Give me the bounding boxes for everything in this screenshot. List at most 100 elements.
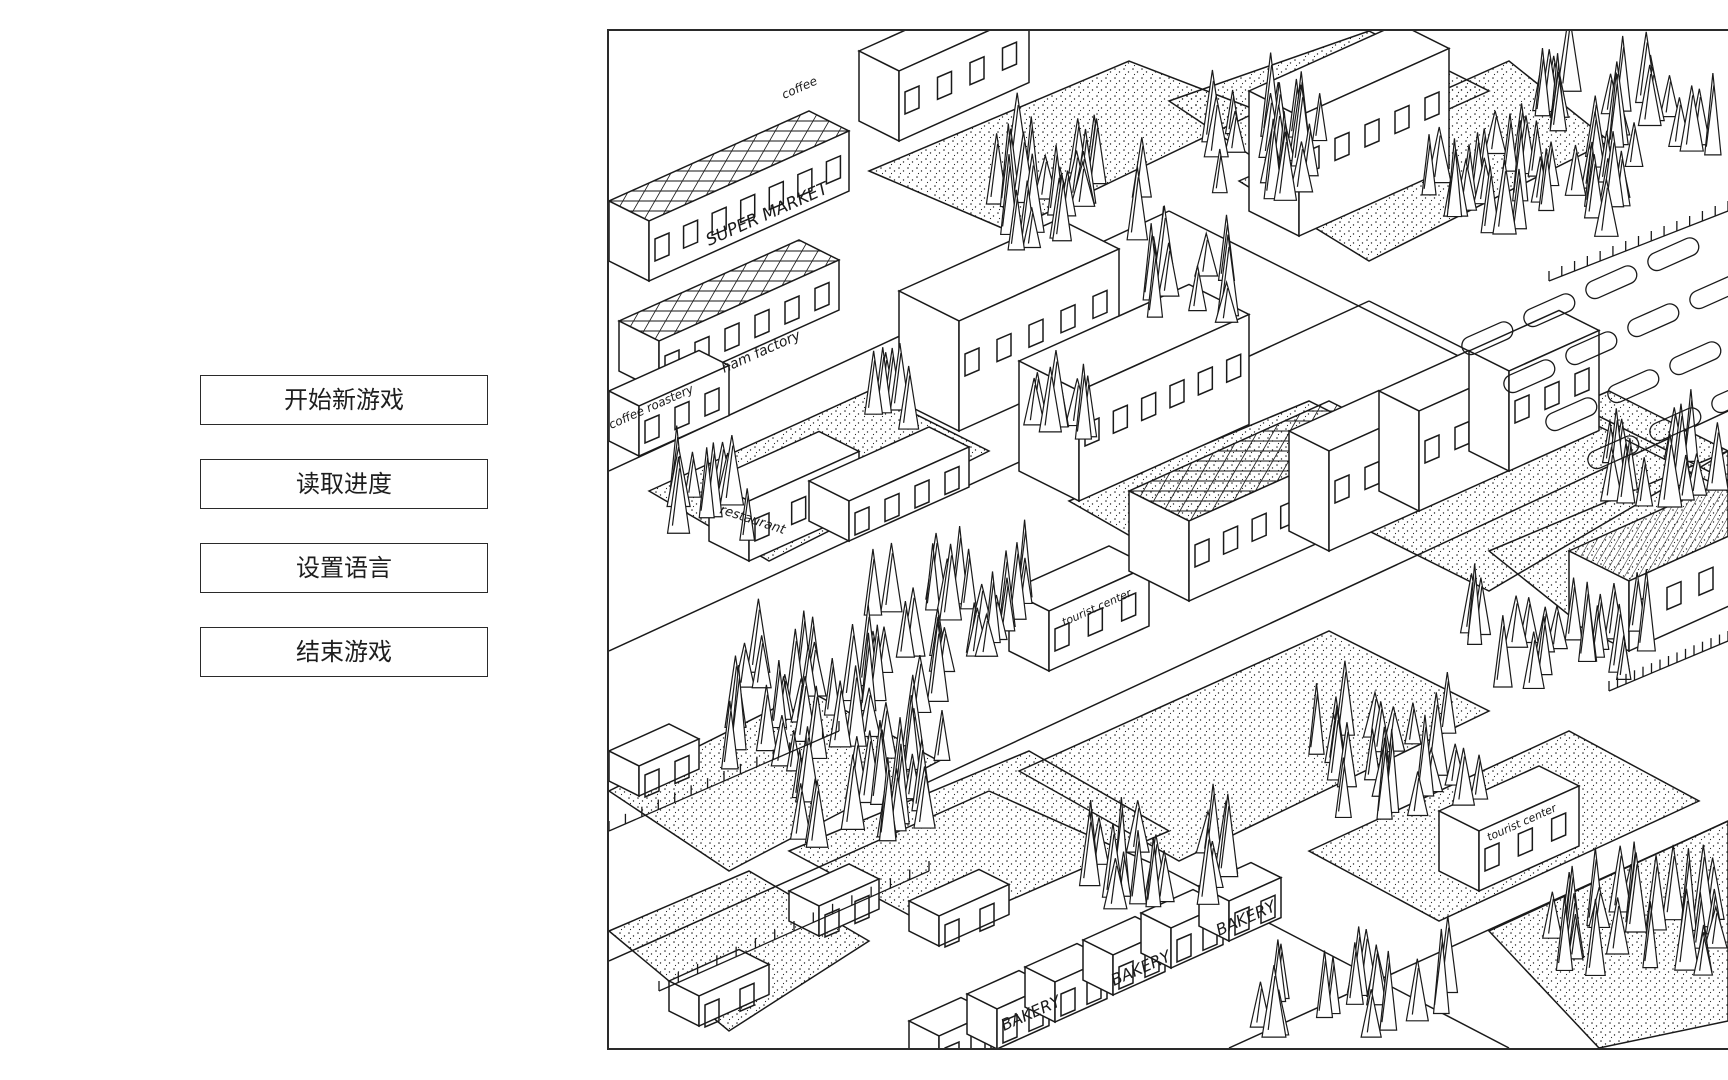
cone-tree-shade: [1608, 591, 1616, 634]
building-window: [739, 193, 756, 224]
cone-tree: [998, 577, 1016, 632]
building-window: [944, 917, 960, 949]
building-window: [854, 505, 870, 537]
cone-tree-shade: [937, 717, 944, 756]
cone-tree-shade: [1220, 806, 1230, 869]
cone-tree: [1635, 457, 1654, 507]
crop-row: [1647, 237, 1700, 272]
building-window: [1424, 90, 1440, 122]
cone-tree-shade: [1606, 454, 1614, 496]
building-window: [1060, 303, 1076, 334]
building-wall: [698, 963, 770, 1028]
crop-fields: [609, 201, 1728, 992]
cone-tree-shade: [1480, 164, 1486, 200]
building-wall: [1048, 564, 1150, 673]
cone-tree-shade: [1524, 603, 1531, 639]
cone-tree-shade: [1206, 80, 1215, 135]
cone-tree-shade: [1531, 128, 1538, 171]
cone-tree-shade: [930, 633, 940, 694]
cone-tree: [880, 542, 903, 613]
cone-tree: [755, 684, 778, 752]
cone-tree: [1615, 635, 1632, 681]
cone-tree-shade: [795, 791, 803, 834]
building-window: [1169, 378, 1185, 409]
building-window: [1251, 512, 1267, 543]
cone-tree-shade: [1571, 920, 1578, 955]
cone-tree-shade: [1711, 913, 1718, 944]
cone-tree: [1466, 563, 1483, 645]
cone-tree-shade: [742, 495, 749, 536]
cone-tree: [1659, 75, 1680, 118]
building-window: [1194, 537, 1210, 569]
cone-tree-shade: [1588, 910, 1598, 968]
cone-tree-shade: [1337, 766, 1345, 812]
cone-tree-shade: [1222, 288, 1229, 319]
cone-tree-shade: [1201, 839, 1210, 897]
cone-tree-shade: [760, 694, 769, 745]
cone-tree-shade: [1538, 624, 1546, 669]
cone-tree-shade: [1296, 149, 1304, 187]
load-progress-button[interactable]: 读取进度: [200, 459, 488, 509]
building-window: [1424, 433, 1440, 465]
cone-tree: [795, 726, 820, 803]
cone-tree-shade: [688, 458, 695, 493]
building-window: [768, 180, 785, 211]
cone-tree-shade: [1367, 736, 1374, 775]
cone-tree-shade: [1620, 452, 1628, 498]
building-window: [1225, 353, 1242, 384]
cone-tree-shade: [1548, 898, 1554, 934]
cone-tree: [1503, 595, 1529, 648]
ground-lot: [787, 750, 1171, 932]
cone-tree-shade: [848, 677, 858, 739]
crop-row: [1523, 293, 1576, 328]
cone-tree-shade: [1601, 138, 1609, 177]
tourist-center-building-2: [1437, 765, 1581, 893]
cone-tree-shade: [926, 553, 935, 604]
cone-tree: [1522, 631, 1545, 690]
cone-tree-shade: [1329, 720, 1336, 758]
cone-tree-shade: [1639, 464, 1646, 502]
cone-tree-shade: [1451, 749, 1457, 782]
crop-row: [1587, 435, 1640, 470]
cone-tree-shade: [1681, 461, 1688, 496]
shed: [667, 948, 771, 1029]
building-window: [1060, 986, 1076, 1018]
shed: [787, 863, 881, 939]
building-window: [1120, 591, 1137, 623]
cone-tree: [974, 612, 999, 657]
cone-tree-shade: [1536, 163, 1542, 198]
cone-tree-shade: [1001, 135, 1010, 199]
building-window: [1140, 391, 1157, 422]
cone-tree-shade: [1263, 65, 1273, 128]
cone-tree: [1379, 950, 1398, 1031]
cone-tree-shade: [1588, 859, 1597, 918]
cone-tree-shade: [1310, 693, 1319, 748]
new-game-button[interactable]: 开始新游戏: [200, 375, 488, 425]
building-window: [814, 281, 830, 312]
building-window: [936, 70, 953, 101]
cone-tree-shade: [1612, 905, 1620, 949]
cone-tree: [1469, 754, 1489, 800]
building-window: [704, 386, 720, 418]
building-window: [854, 894, 870, 925]
building-window: [1484, 841, 1500, 873]
cone-tree: [1157, 242, 1180, 297]
building-window: [996, 332, 1012, 363]
building-wall: [638, 737, 700, 798]
cone-tree: [1451, 747, 1476, 806]
cone-tree-shade: [1552, 80, 1560, 125]
cone-tree-shade: [972, 614, 979, 652]
cone-tree-shade: [751, 609, 761, 665]
cone-tree-shade: [1370, 953, 1378, 999]
building-window: [674, 754, 690, 785]
shed: [907, 868, 1011, 949]
quit-game-button[interactable]: 结束游戏: [200, 627, 488, 677]
building-wall: [966, 992, 998, 1048]
main-menu: 开始新游戏 读取进度 设置语言 结束游戏: [200, 375, 488, 711]
set-language-button[interactable]: 设置语言: [200, 543, 488, 593]
town-map-drawing: SUPER MARKET ham factory coffee roastery…: [609, 31, 1728, 1048]
cone-tree-shade: [1409, 708, 1415, 740]
cone-tree-shade: [1504, 122, 1512, 166]
cone-tree-shade: [990, 143, 999, 197]
cone-tree-shade: [1294, 97, 1304, 158]
